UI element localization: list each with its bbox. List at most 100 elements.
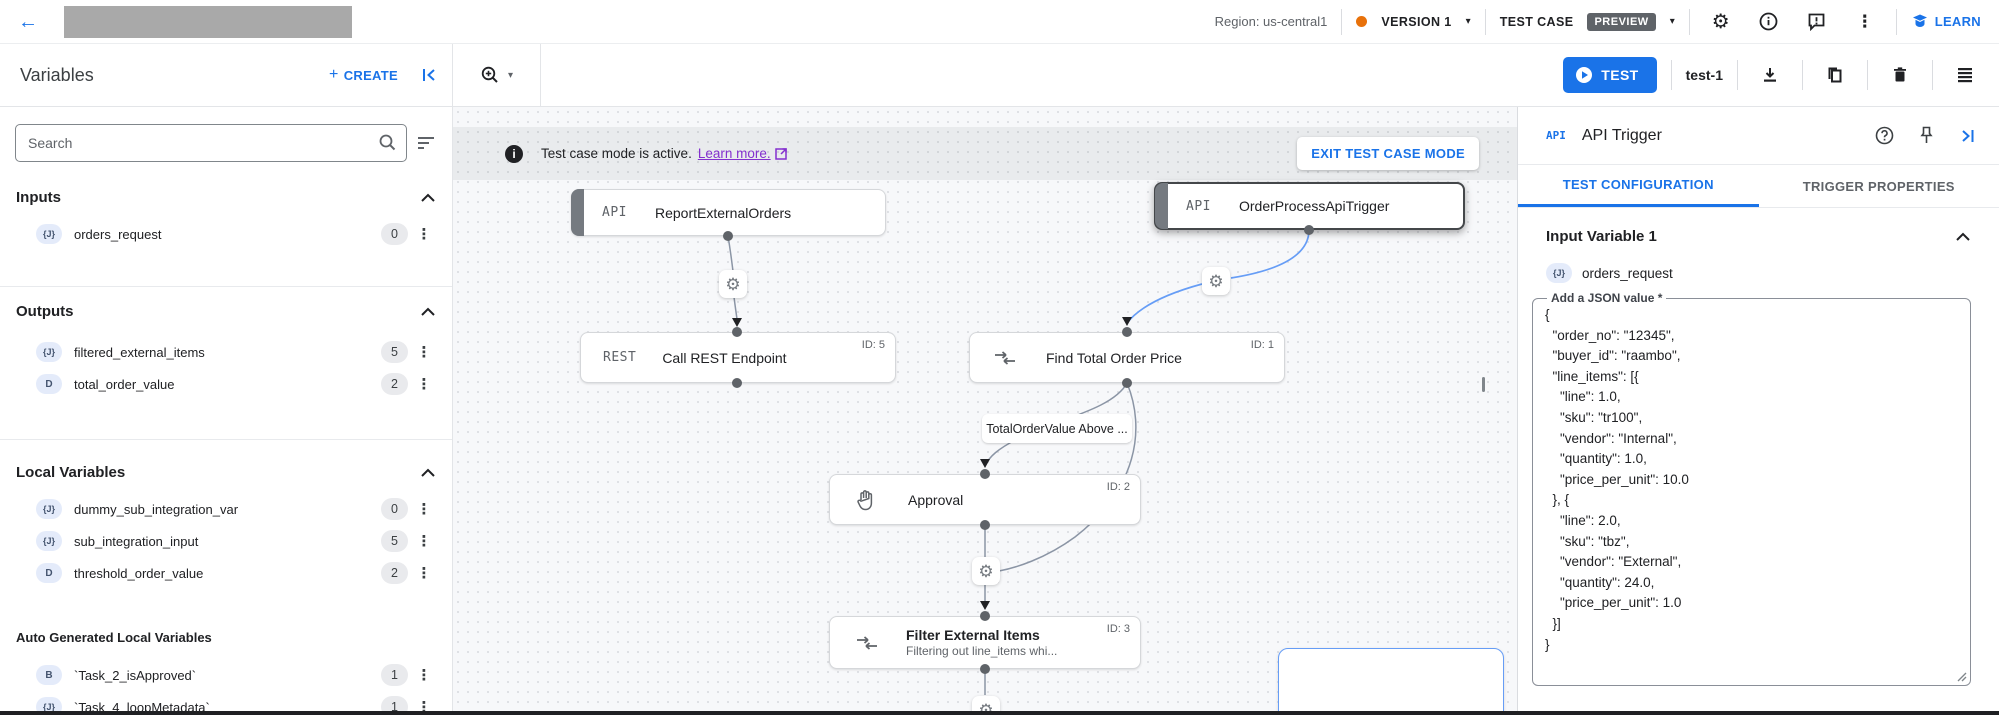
tab-trigger-properties[interactable]: TRIGGER PROPERTIES — [1802, 178, 1955, 194]
variable-row[interactable]: {J} orders_request 0 ⋮ — [16, 218, 436, 250]
node-report-external-orders[interactable]: API ReportExternalOrders — [571, 189, 886, 236]
edge-condition-label[interactable]: TotalOrderValue Above ... — [982, 414, 1132, 443]
variable-row[interactable]: D total_order_value 2 ⋮ — [16, 368, 436, 400]
workflow-canvas[interactable]: i Test case mode is active. Learn more. … — [453, 107, 1517, 715]
chevron-down-icon[interactable]: ▾ — [1669, 16, 1675, 27]
copy-icon[interactable] — [1817, 57, 1853, 93]
api-tag: API — [602, 205, 627, 220]
back-arrow-icon[interactable]: ← — [18, 10, 38, 33]
chevron-up-icon[interactable] — [420, 468, 436, 478]
divider — [1688, 8, 1690, 35]
edge-gear-button[interactable]: ⚙ — [719, 270, 747, 298]
more-options-icon[interactable]: ⋮ — [416, 501, 432, 518]
connector-dot[interactable] — [980, 664, 990, 674]
secondary-toolbar: Variables + CREATE ▾ TEST test-1 — [0, 44, 1999, 107]
feedback-icon[interactable] — [1800, 5, 1834, 39]
canvas-scrollbar-thumb[interactable] — [1482, 377, 1485, 392]
create-variable-button[interactable]: + CREATE — [329, 66, 398, 84]
test-case-menu[interactable]: TEST CASE — [1499, 14, 1574, 29]
edge-trigger-to-findtotal — [1230, 229, 1310, 279]
node-call-rest-endpoint[interactable]: REST Call REST Endpoint ID: 5 — [580, 332, 896, 383]
chevron-up-icon[interactable] — [420, 307, 436, 317]
double-type-icon: D — [36, 374, 62, 394]
chevron-up-icon[interactable] — [1955, 232, 1971, 242]
json-value-field[interactable]: Add a JSON value * { "order_no": "12345"… — [1532, 291, 1971, 686]
edge-gear-button[interactable]: ⚙ — [1202, 267, 1230, 295]
connector-dot[interactable] — [723, 231, 733, 241]
section-title: Auto Generated Local Variables — [16, 630, 212, 645]
info-icon[interactable] — [1752, 5, 1786, 39]
sort-filter-icon[interactable] — [417, 135, 437, 151]
more-options-icon[interactable]: ⋮ — [1856, 11, 1874, 31]
trigger-accent-bar — [571, 189, 584, 236]
variable-row[interactable]: {J} dummy_sub_integration_var 0 ⋮ — [16, 493, 436, 525]
collapse-panel-right-icon[interactable] — [1951, 119, 1985, 153]
external-link-icon — [774, 147, 787, 160]
variable-name: sub_integration_input — [74, 533, 199, 549]
connector-dot[interactable] — [1304, 225, 1314, 235]
chevron-up-icon[interactable] — [420, 193, 436, 203]
resize-handle[interactable] — [1957, 672, 1967, 682]
connector-dot[interactable] — [1122, 327, 1132, 337]
play-circle-icon — [1576, 67, 1593, 83]
variable-name: `Task_2_isApproved` — [74, 667, 197, 683]
node-title: Find Total Order Price — [1046, 349, 1182, 366]
selection-box[interactable] — [1278, 648, 1504, 715]
chevron-down-icon[interactable]: ▾ — [1465, 16, 1471, 27]
settings-gear-icon[interactable]: ⚙ — [1711, 10, 1730, 33]
panel-title: API Trigger — [1581, 126, 1662, 144]
variable-row[interactable]: D threshold_order_value 2 ⋮ — [16, 557, 436, 589]
connector-dot[interactable] — [1122, 378, 1132, 388]
divider — [1867, 60, 1868, 90]
test-case-name[interactable]: test-1 — [1685, 67, 1723, 83]
test-button[interactable]: TEST — [1563, 57, 1657, 93]
node-title: Approval — [908, 491, 964, 508]
learn-link[interactable]: LEARN — [1911, 13, 1981, 31]
node-approval[interactable]: Approval ID: 2 — [829, 474, 1141, 525]
more-options-icon[interactable]: ⋮ — [416, 226, 432, 243]
variable-row[interactable]: B `Task_2_isApproved` 1 ⋮ — [16, 659, 436, 691]
pin-icon[interactable] — [1909, 119, 1943, 153]
usage-count-badge: 0 — [381, 223, 408, 245]
section-title: Local Variables — [16, 464, 126, 481]
variable-name: filtered_external_items — [74, 344, 205, 360]
approval-hand-icon — [856, 489, 876, 511]
variable-name: orders_request — [74, 226, 162, 242]
more-options-icon[interactable]: ⋮ — [416, 376, 432, 393]
edge-gear-button[interactable]: ⚙ — [972, 557, 1000, 585]
connector-dot[interactable] — [980, 520, 990, 530]
variable-name: `Task_4_loopMetadata` — [74, 699, 210, 715]
version-menu[interactable]: VERSION 1 — [1381, 14, 1452, 29]
zoom-dropdown[interactable]: ▾ — [453, 44, 541, 106]
usage-count-badge: 2 — [381, 373, 408, 395]
connector-dot[interactable] — [732, 327, 742, 337]
log-list-icon[interactable] — [1947, 57, 1983, 93]
node-order-process-api-trigger[interactable]: API OrderProcessApiTrigger — [1154, 182, 1465, 230]
node-title: OrderProcessApiTrigger — [1238, 198, 1390, 214]
node-id-label: ID: 5 — [861, 339, 885, 351]
test-label: TEST — [1601, 67, 1639, 83]
learn-more-link[interactable]: Learn more. — [697, 146, 771, 161]
download-icon[interactable] — [1752, 57, 1788, 93]
tab-test-configuration[interactable]: TEST CONFIGURATION — [1518, 165, 1759, 207]
connector-dot[interactable] — [732, 378, 742, 388]
json-value-editor[interactable]: { "order_no": "12345", "buyer_id": "raam… — [1545, 307, 1689, 652]
more-options-icon[interactable]: ⋮ — [416, 344, 432, 361]
exit-test-case-mode-button[interactable]: EXIT TEST CASE MODE — [1297, 137, 1479, 170]
more-options-icon[interactable]: ⋮ — [416, 533, 432, 550]
arrowhead — [980, 459, 990, 468]
more-options-icon[interactable]: ⋮ — [416, 565, 432, 582]
connector-dot[interactable] — [980, 469, 990, 479]
collapse-panel-left-icon[interactable] — [420, 66, 438, 84]
delete-trash-icon[interactable] — [1882, 57, 1918, 93]
data-mapping-icon — [994, 350, 1016, 366]
variable-row[interactable]: {J} filtered_external_items 5 ⋮ — [16, 336, 436, 368]
variable-row[interactable]: {J} sub_integration_input 5 ⋮ — [16, 525, 436, 557]
connector-dot[interactable] — [980, 611, 990, 621]
help-icon[interactable] — [1867, 119, 1901, 153]
node-filter-external-items[interactable]: Filter External Items Filtering out line… — [829, 616, 1141, 669]
search-input[interactable] — [15, 124, 407, 162]
more-options-icon[interactable]: ⋮ — [416, 667, 432, 684]
node-title: Call REST Endpoint — [662, 349, 787, 366]
node-find-total-order-price[interactable]: Find Total Order Price ID: 1 — [969, 332, 1285, 383]
